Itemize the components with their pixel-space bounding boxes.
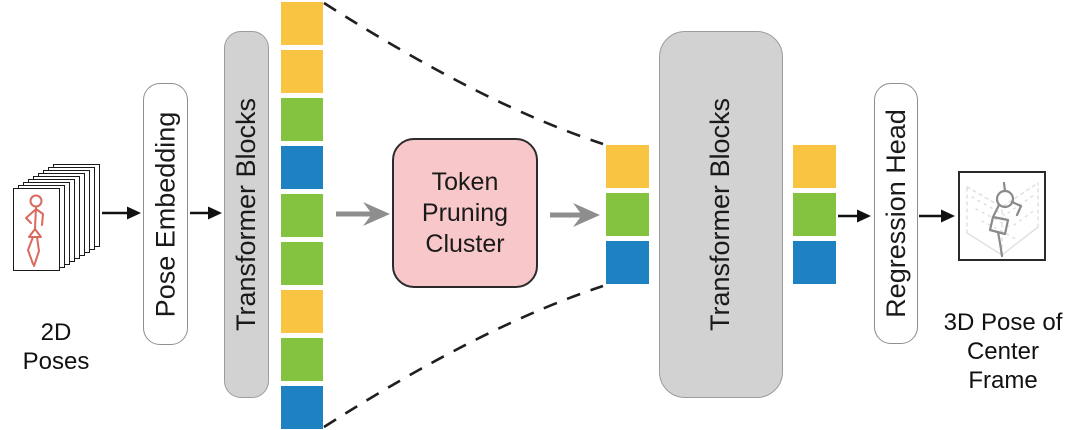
2d-pose-figure-icon xyxy=(25,194,44,267)
funnel-dash-top xyxy=(323,1,604,146)
token-green xyxy=(793,193,836,236)
token-blue xyxy=(793,241,836,284)
arrow-tokens-to-regression-icon xyxy=(838,209,871,223)
transformer-blocks-b-label: Transformer Blocks xyxy=(705,97,736,332)
output-token-column xyxy=(793,145,836,284)
token-blue xyxy=(606,241,649,284)
pose-embedding-label: Pose Embedding xyxy=(150,111,181,317)
2d-pose-stack-icon xyxy=(12,162,122,274)
transformer-blocks-a: Transformer Blocks xyxy=(224,31,269,398)
output-label: 3D Pose of Center Frame xyxy=(930,308,1076,395)
output-label-line2: Center Frame xyxy=(966,338,1040,394)
token-blue xyxy=(281,146,323,189)
token-yellow xyxy=(793,145,836,188)
3d-pose-box xyxy=(958,171,1046,261)
pose-embedding-block: Pose Embedding xyxy=(143,83,188,345)
token-green xyxy=(281,242,323,285)
pose-frame-front xyxy=(13,188,60,271)
token-green xyxy=(281,194,323,237)
token-yellow xyxy=(606,145,649,188)
token-green xyxy=(606,193,649,236)
token-green xyxy=(281,338,323,381)
3d-pose-icon xyxy=(966,181,1039,258)
arrow-embedding-to-transformer-icon xyxy=(190,206,222,220)
pruning-label-line3: Cluster xyxy=(425,229,505,258)
transformer-blocks-a-label: Transformer Blocks xyxy=(231,97,262,332)
token-green xyxy=(281,98,323,141)
regression-head-label: Regression Head xyxy=(880,109,911,318)
token-pruning-cluster-block: Token Pruning Cluster xyxy=(392,138,538,288)
arrow-regression-to-output-icon xyxy=(919,209,955,223)
funnel-dash-bottom xyxy=(323,284,604,429)
pruning-label-line1: Token xyxy=(431,167,499,196)
input-label: 2D Poses xyxy=(22,319,90,375)
arrow-pruning-to-tokens-icon xyxy=(550,203,600,227)
pruned-token-column xyxy=(606,145,649,284)
token-yellow xyxy=(281,50,323,93)
transformer-blocks-b: Transformer Blocks xyxy=(659,31,783,398)
token-blue xyxy=(281,386,323,429)
regression-head-block: Regression Head xyxy=(874,83,918,344)
token-yellow xyxy=(281,2,323,45)
input-token-column xyxy=(281,2,323,429)
arrow-tokens-to-pruning-icon xyxy=(336,202,390,226)
output-label-line1: 3D Pose of xyxy=(943,309,1063,336)
arrow-input-to-embedding-icon xyxy=(102,206,141,220)
token-yellow xyxy=(281,290,323,333)
pruning-label-line2: Pruning xyxy=(421,198,509,227)
